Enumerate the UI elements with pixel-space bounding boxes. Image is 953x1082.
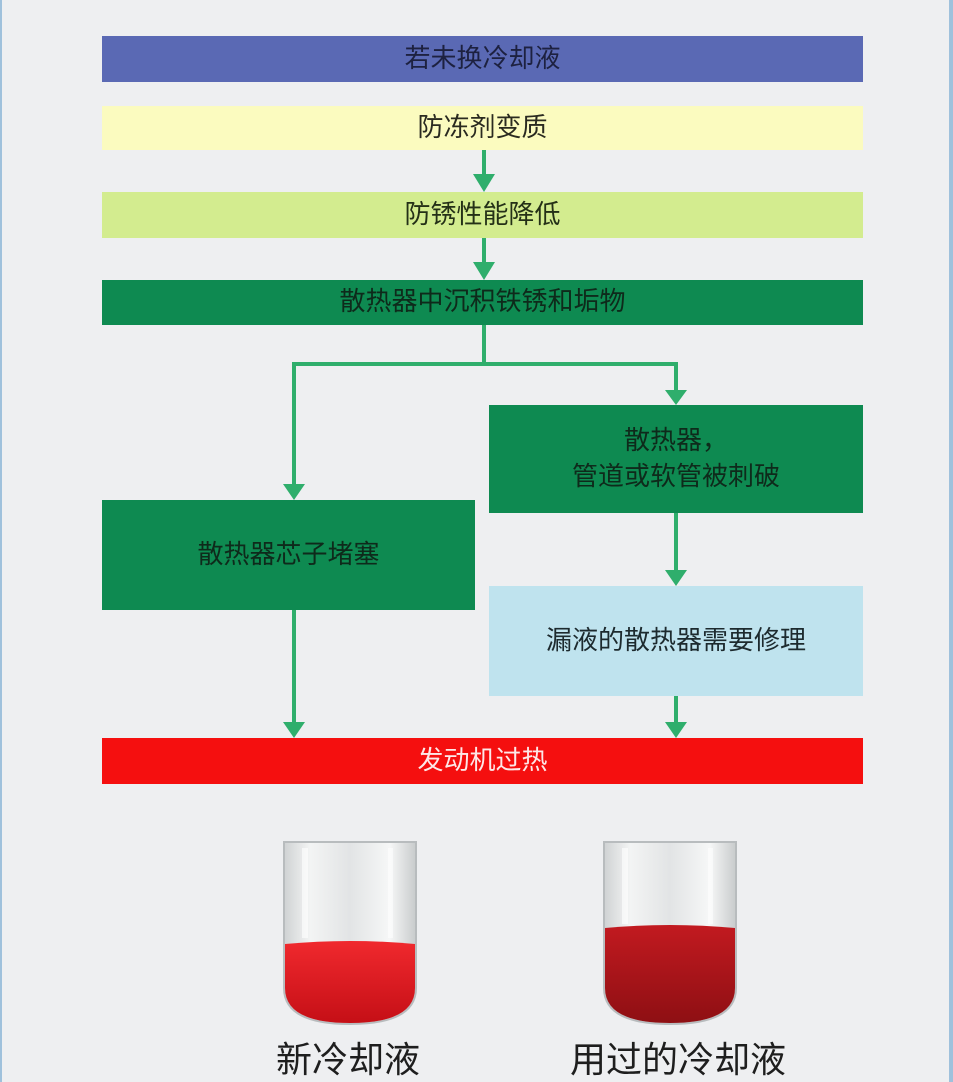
branch-radiator-hose-punctured-line1: 散热器， xyxy=(572,423,780,459)
used-coolant-caption: 用过的冷却液 xyxy=(538,1040,818,1082)
step-rust-protection-reduced: 防锈性能降低 xyxy=(102,192,863,238)
step-no-coolant-change: 若未换冷却液 xyxy=(102,36,863,82)
branch-leaking-radiator-repair-label: 漏液的散热器需要修理 xyxy=(546,623,806,659)
step-rust-scale-deposits: 散热器中沉积铁锈和垢物 xyxy=(102,280,863,325)
branch-radiator-core-clogged-label: 散热器芯子堵塞 xyxy=(197,537,379,573)
step-antifreeze-degraded: 防冻剂变质 xyxy=(102,106,863,150)
arrowhead-down xyxy=(283,722,305,738)
branch-radiator-hose-punctured-line2: 管道或软管被刺破 xyxy=(572,459,780,495)
new-coolant-caption: 新冷却液 xyxy=(238,1040,458,1082)
arrow-line-to-right-branch xyxy=(484,364,676,392)
branch-leaking-radiator-repair: 漏液的散热器需要修理 xyxy=(489,586,863,696)
arrow-line-to-left-branch xyxy=(294,325,484,486)
arrowhead-down xyxy=(473,174,495,192)
arrowhead-down xyxy=(665,390,687,405)
arrowhead-down xyxy=(665,722,687,738)
new-coolant-beaker-photo xyxy=(278,838,422,1028)
result-engine-overheat: 发动机过热 xyxy=(102,738,863,784)
arrowhead-down xyxy=(283,484,305,500)
step-antifreeze-degraded-label: 防冻剂变质 xyxy=(417,110,547,146)
result-engine-overheat-label: 发动机过热 xyxy=(417,743,547,779)
arrowhead-down xyxy=(473,262,495,280)
arrowhead-down xyxy=(665,570,687,586)
step-no-coolant-change-label: 若未换冷却液 xyxy=(404,41,560,77)
branch-radiator-core-clogged: 散热器芯子堵塞 xyxy=(102,500,475,610)
step-rust-protection-reduced-label: 防锈性能降低 xyxy=(404,197,560,233)
used-coolant-beaker-photo xyxy=(598,838,742,1028)
step-rust-scale-deposits-label: 散热器中沉积铁锈和垢物 xyxy=(339,284,625,320)
branch-radiator-hose-punctured: 散热器， 管道或软管被刺破 xyxy=(489,405,863,513)
